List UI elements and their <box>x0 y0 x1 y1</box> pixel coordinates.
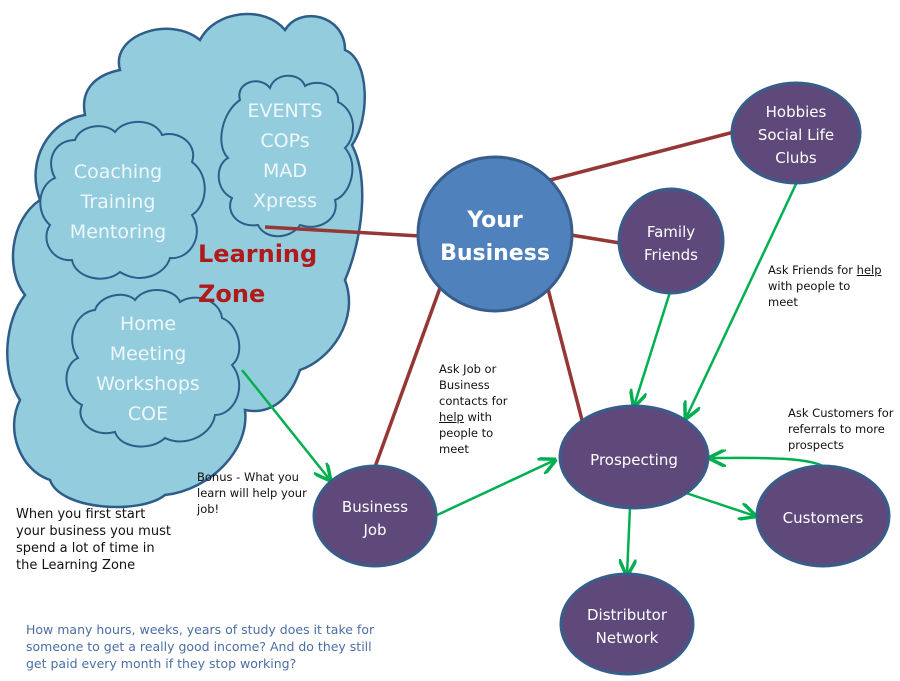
cloud-home-line3: Workshops <box>96 373 200 395</box>
node-customers[interactable]: Customers <box>755 464 891 568</box>
arrow-prospecting-to-distributor <box>627 506 630 575</box>
cloud-home-line2: Meeting <box>110 343 187 365</box>
node-business-job-line2: Job <box>362 521 386 539</box>
link-business-hobbies <box>549 130 735 182</box>
node-your-business-line2: Business <box>440 241 550 266</box>
cloud-events-line2: COPs <box>260 130 309 152</box>
node-hobbies[interactable]: Hobbies Social Life Clubs <box>730 81 862 185</box>
arrow-job-to-prospecting <box>434 460 555 518</box>
note-first-start: When you first start your business you m… <box>16 507 171 573</box>
node-business-job[interactable]: Business Job <box>312 464 438 568</box>
arrow-family-to-prospecting <box>634 291 672 406</box>
cloud-home-line4: COE <box>128 403 168 425</box>
node-hobbies-line1: Hobbies <box>766 103 827 121</box>
node-family-line2: Friends <box>644 246 698 264</box>
node-prospecting[interactable]: Prospecting <box>558 404 710 510</box>
cloud-events-line4: Xpress <box>253 190 317 212</box>
arrow-hobbies-to-prospecting <box>686 183 798 418</box>
arrow-prospecting-to-customers <box>685 491 755 516</box>
note-ask-friends-help: help <box>856 263 882 277</box>
node-hobbies-line2: Social Life <box>758 126 834 144</box>
node-your-business-line1: Your <box>466 208 523 233</box>
node-distributor-line2: Network <box>596 629 659 647</box>
cloud-events-line3: MAD <box>263 160 307 182</box>
learning-zone-title-line1: Learning <box>198 240 317 268</box>
cloud-coaching: Coaching Training Mentoring <box>39 120 206 280</box>
node-family[interactable]: Family Friends <box>617 187 725 295</box>
node-prospecting-label: Prospecting <box>590 451 678 469</box>
note-ask-job-text: Ask Job or Business contacts for <box>439 362 508 408</box>
note-ask-customers: Ask Customers for referrals to more pros… <box>788 406 894 452</box>
cloud-home: Home Meeting Workshops COE <box>65 289 241 448</box>
note-bonus: Bonus - What you learn will help your jo… <box>197 470 307 516</box>
node-customers-label: Customers <box>783 509 864 527</box>
learning-zone-title-line2: Zone <box>198 280 265 308</box>
node-business-job-line1: Business <box>342 498 408 516</box>
note-ask-job-help: help <box>439 410 464 424</box>
note-ask-friends: Ask Friends for help with people to meet <box>768 262 882 310</box>
cloud-events-line1: EVENTS <box>248 100 323 122</box>
cloud-coaching-line3: Mentoring <box>70 221 166 243</box>
node-distributor[interactable]: Distributor Network <box>559 572 695 676</box>
cloud-coaching-line1: Coaching <box>74 161 162 183</box>
node-your-business[interactable]: Your Business <box>416 155 574 313</box>
cloud-events: EVENTS COPs MAD Xpress <box>217 74 354 238</box>
node-hobbies-line3: Clubs <box>775 149 817 167</box>
link-business-prospecting <box>546 288 584 421</box>
cloud-coaching-line2: Training <box>80 191 156 213</box>
node-distributor-line1: Distributor <box>587 606 668 624</box>
node-family-line1: Family <box>647 223 695 241</box>
arrow-home-to-job <box>241 369 330 480</box>
note-ask-friends-text: Ask Friends for <box>768 263 857 277</box>
note-ask-job: Ask Job or Business contacts for help wi… <box>439 361 508 457</box>
cloud-home-line1: Home <box>120 313 176 335</box>
note-ask-job-text-2: with people to meet <box>439 410 494 456</box>
question-text: How many hours, weeks, years of study do… <box>26 622 375 671</box>
link-events-business <box>264 225 421 238</box>
link-business-family <box>570 233 621 245</box>
note-ask-friends-text-2: with people to meet <box>768 279 851 309</box>
link-business-job <box>373 287 442 468</box>
